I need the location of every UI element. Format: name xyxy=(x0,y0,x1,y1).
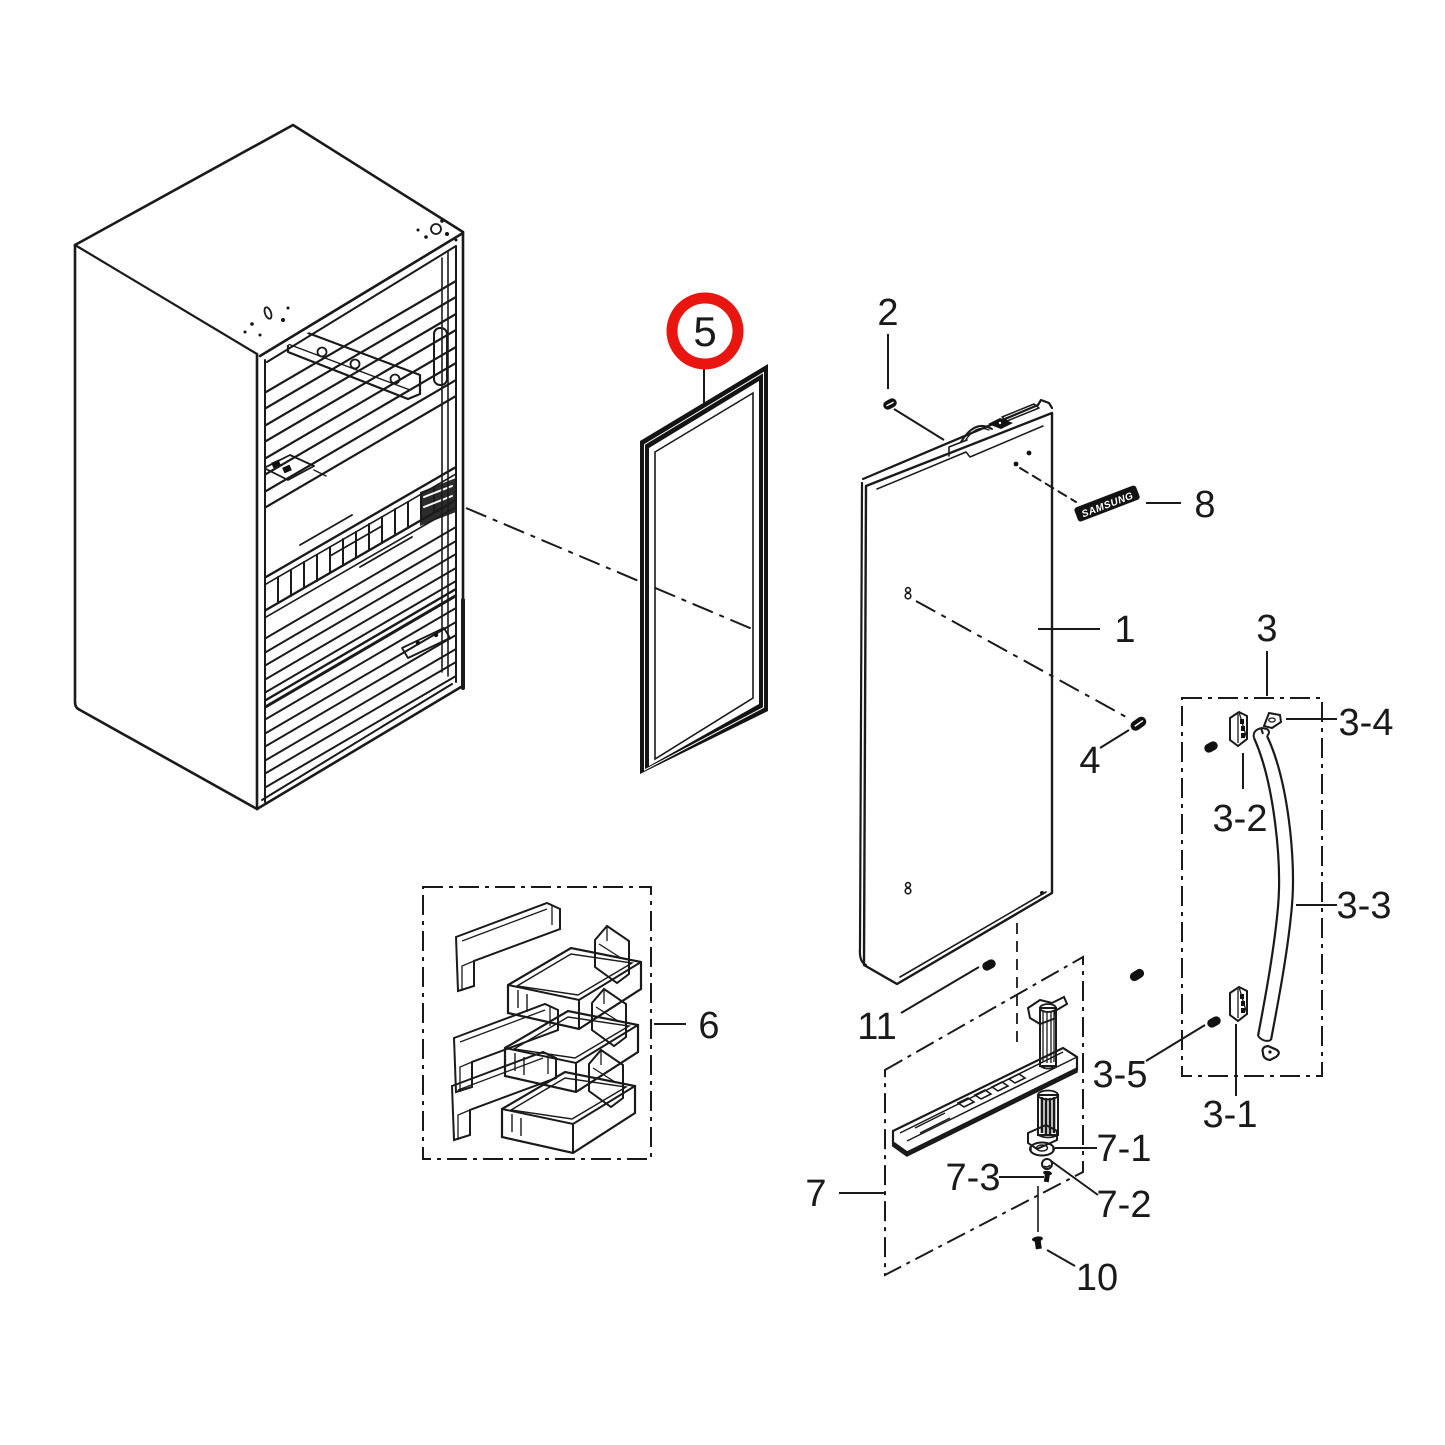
part-label-3: 3 xyxy=(1256,608,1277,650)
part-label-2: 2 xyxy=(877,292,898,334)
screw-icon-7-3 xyxy=(1043,1170,1053,1183)
bottom-hinge-kit-box xyxy=(884,955,1084,1277)
handle-clip-bottom xyxy=(1229,985,1248,1023)
door-gasket-drawing xyxy=(640,364,768,774)
part-label-5: 5 xyxy=(693,308,716,355)
samsung-logo-plate: SAMSUNG xyxy=(1074,485,1140,522)
part-label-3-1: 3-1 xyxy=(1203,1094,1258,1136)
set-screw-bottom xyxy=(1207,1016,1221,1028)
part-label-3-3: 3-3 xyxy=(1337,885,1392,927)
part-label-7-3: 7-3 xyxy=(946,1157,1001,1199)
pin-icon-part11 xyxy=(982,959,996,971)
projection-line-cabinet-to-gasket xyxy=(465,507,758,632)
part-label-10: 10 xyxy=(1076,1257,1118,1299)
part-label-3-5: 3-5 xyxy=(1093,1054,1148,1096)
cabinet-drawing xyxy=(73,123,465,811)
part-label-8: 8 xyxy=(1194,484,1215,526)
leveling-nut xyxy=(1029,1141,1055,1157)
part-label-7-2: 7-2 xyxy=(1097,1184,1152,1226)
part-label-3-4: 3-4 xyxy=(1339,702,1394,744)
part-label-4: 4 xyxy=(1079,740,1100,782)
screw-icon-part2 xyxy=(883,398,897,410)
part-label-11: 11 xyxy=(857,1006,896,1048)
part-label-7: 7 xyxy=(805,1173,826,1215)
leader-lines xyxy=(654,334,1337,1267)
part-label-1: 1 xyxy=(1114,609,1135,651)
bearing-ball xyxy=(1041,1158,1053,1170)
highlight-circle-part-5 xyxy=(666,292,744,370)
handle-clip-top xyxy=(1229,710,1248,748)
screw-icon-10 xyxy=(1031,1236,1043,1250)
fastener-icons xyxy=(883,398,1147,982)
handle-kit-box xyxy=(1181,697,1323,1077)
handle-end-cap xyxy=(1262,711,1283,730)
screw-icon-part4 xyxy=(1130,716,1147,731)
set-screw-top xyxy=(1204,741,1218,753)
door-stopper-rail xyxy=(891,1046,1079,1157)
hinge-bracket xyxy=(1027,1123,1058,1151)
pin-icon-lower-hinge xyxy=(1129,968,1145,982)
door-bins-kit-box xyxy=(422,886,652,1160)
part-label-3-2: 3-2 xyxy=(1213,798,1268,840)
part-label-7-1: 7-1 xyxy=(1097,1128,1152,1170)
door-drawing xyxy=(858,398,1077,986)
part-label-6: 6 xyxy=(698,1005,719,1047)
hinge-pin-assembly xyxy=(1026,995,1069,1070)
door-bin-trays xyxy=(500,924,643,1155)
projection-line-door-to-screw4 xyxy=(915,600,1129,719)
